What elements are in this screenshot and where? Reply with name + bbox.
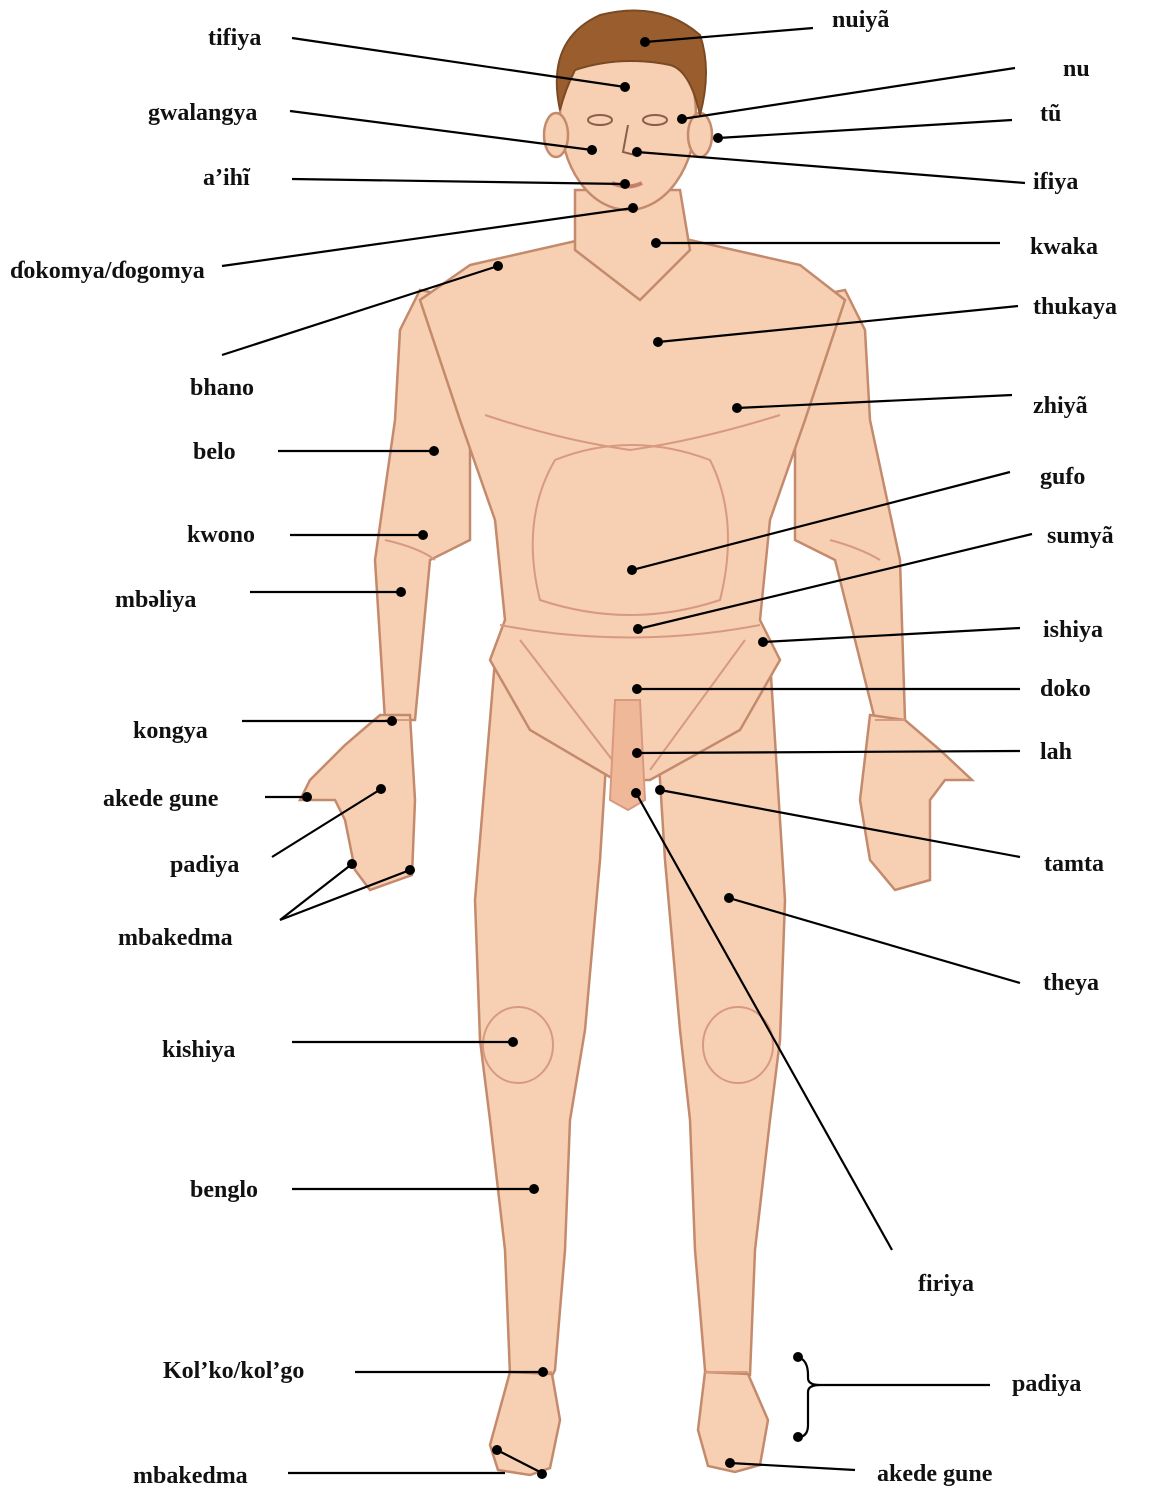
label-dokomya: ɗokomya/ɗogomya	[10, 257, 205, 285]
label-mbakedma-foot: mbakedma	[133, 1462, 248, 1490]
dot-kwono	[418, 530, 428, 540]
label-lah: lah	[1040, 738, 1072, 766]
label-gwalangya: gwalangya	[148, 99, 257, 127]
dot-dokomya	[628, 203, 638, 213]
dot-mbakedma-foot-1	[492, 1445, 502, 1455]
left-ear	[544, 113, 568, 157]
dot-gwalangya	[587, 145, 597, 155]
dot-akede-gune-hand	[302, 792, 312, 802]
dot-lah	[632, 748, 642, 758]
leader-mbakedma-hand-1	[280, 864, 352, 920]
label-kongya: kongya	[133, 717, 208, 745]
dot-padiya-foot-top	[793, 1352, 803, 1362]
dot-padiya-hand	[376, 784, 386, 794]
dot-aihi	[620, 179, 630, 189]
dot-ifiya	[632, 147, 642, 157]
label-benglo: benglo	[190, 1176, 258, 1204]
right-hand	[860, 715, 972, 890]
dot-tifiya	[620, 82, 630, 92]
label-doko: doko	[1040, 675, 1091, 703]
dot-belo	[429, 446, 439, 456]
label-padiya-hand: padiya	[170, 851, 239, 879]
label-tu: tũ	[1040, 100, 1061, 128]
label-kishiya: kishiya	[162, 1036, 235, 1064]
label-akede-gune-hand: akede gune	[103, 785, 218, 813]
label-tamta: tamta	[1044, 850, 1104, 878]
dot-nu	[677, 114, 687, 124]
dot-akede-gune-foot	[725, 1458, 735, 1468]
label-ifiya: ifiya	[1033, 168, 1078, 196]
label-ishiya: ishiya	[1043, 616, 1103, 644]
dot-theya	[724, 893, 734, 903]
dot-gufo	[627, 565, 637, 575]
label-gufo: gufo	[1040, 463, 1085, 491]
label-sumya: sumyã	[1047, 522, 1114, 550]
dot-ishiya	[758, 637, 768, 647]
right-foot	[698, 1372, 768, 1472]
dot-kishiya	[508, 1037, 518, 1047]
dot-firiya	[631, 788, 641, 798]
label-kwaka: kwaka	[1030, 233, 1098, 261]
leader-mbakedma-hand-2	[280, 870, 410, 920]
label-mbaliya: mbəliya	[115, 586, 196, 614]
dot-mbaliya	[396, 587, 406, 597]
dot-sumya	[633, 624, 643, 634]
label-padiya-foot: padiya	[1012, 1370, 1081, 1398]
dot-kwaka	[651, 238, 661, 248]
dot-tu	[713, 133, 723, 143]
label-firiya: firiya	[918, 1270, 974, 1298]
leader-aihi	[292, 179, 625, 184]
label-theya: theya	[1043, 969, 1099, 997]
label-zhiya: zhiyã	[1033, 392, 1088, 420]
dot-nuiya	[640, 37, 650, 47]
label-mbakedma-hand: mbakedma	[118, 924, 233, 952]
dot-benglo	[529, 1184, 539, 1194]
label-thukaya: thukaya	[1033, 293, 1117, 321]
dot-tamta	[655, 785, 665, 795]
dot-thukaya	[653, 337, 663, 347]
dot-mbakedma-hand-1	[347, 859, 357, 869]
dot-doko	[632, 684, 642, 694]
label-akede-gune-foot: akede gune	[877, 1460, 992, 1488]
label-nuiya: nuiyã	[832, 6, 889, 34]
label-belo: belo	[193, 438, 236, 466]
leader-nu	[682, 68, 1015, 119]
label-bhano: bhano	[190, 374, 254, 402]
dot-bhano	[493, 261, 503, 271]
label-tifiya: tifiya	[208, 24, 261, 52]
leader-tu	[718, 120, 1012, 138]
left-leg	[475, 660, 610, 1380]
dot-mbakedma-foot-2	[537, 1469, 547, 1479]
dot-padiya-foot-bottom	[793, 1432, 803, 1442]
dot-zhiya	[732, 403, 742, 413]
padiya-foot-brace	[798, 1357, 820, 1437]
label-kwono: kwono	[187, 521, 255, 549]
right-ear	[688, 113, 712, 157]
leader-ifiya	[637, 152, 1025, 183]
label-aihi: a’ihĩ	[203, 164, 250, 192]
label-kolko: Kol’ko/kol’go	[163, 1357, 304, 1385]
dot-mbakedma-hand-2	[405, 865, 415, 875]
left-foot	[490, 1372, 560, 1475]
dot-kongya	[387, 716, 397, 726]
dot-kolko	[538, 1367, 548, 1377]
label-nu: nu	[1063, 55, 1090, 83]
